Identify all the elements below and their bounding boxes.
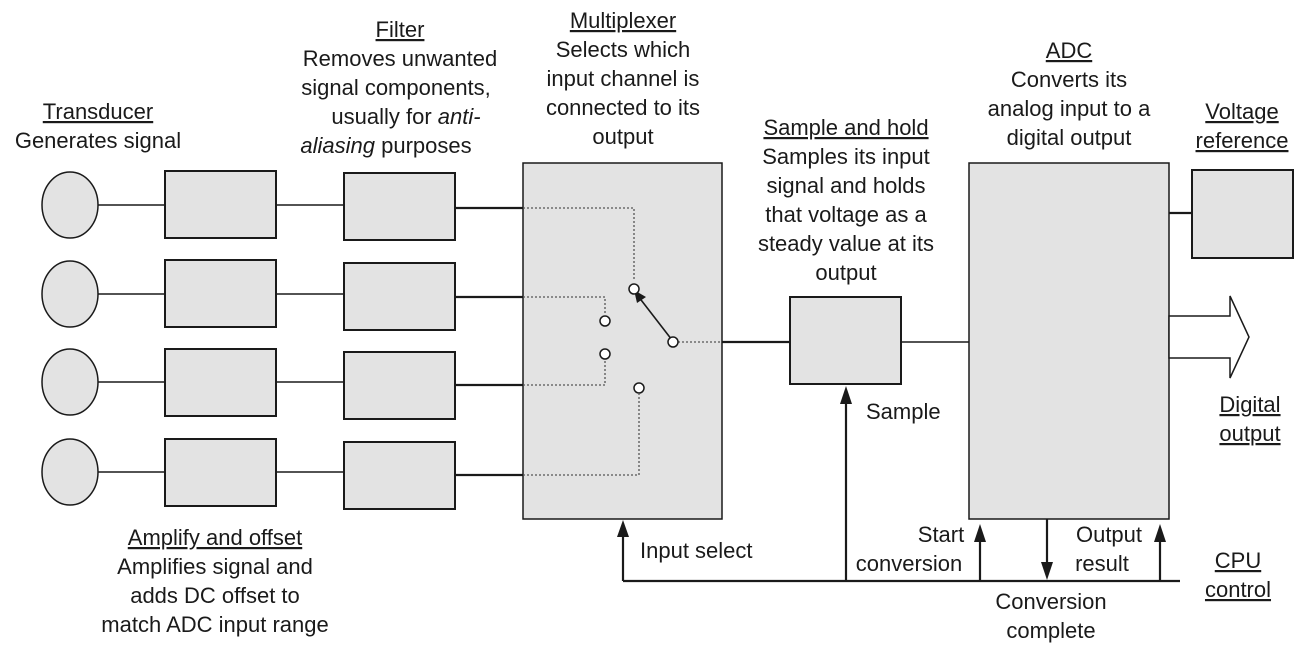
mux-terminal <box>633 382 645 394</box>
output-result-arrow <box>1154 524 1166 542</box>
sample-signal-label: Sample <box>866 399 941 424</box>
sample-hold-desc-line: Samples its input <box>762 144 930 169</box>
sample-arrow <box>840 386 852 404</box>
amplify-label: Amplify and offset Amplifies signal and … <box>101 525 328 637</box>
filter-desc-line: usually for anti- <box>331 104 480 129</box>
start-conversion-text: conversion <box>856 551 962 576</box>
sample-hold-desc-line: output <box>815 260 876 285</box>
filter-desc-usually: usually for <box>331 104 431 129</box>
filter-title: Filter <box>376 17 425 42</box>
input-select-arrow <box>617 520 629 537</box>
transducer-label: Transducer Generates signal <box>15 99 181 153</box>
filter-desc-line: Removes unwanted <box>303 46 497 71</box>
sample-hold-label: Sample and hold Samples its input signal… <box>758 115 934 285</box>
multiplexer-desc-line: Selects which <box>556 37 691 62</box>
amplifier-box <box>164 348 277 417</box>
amplify-desc-line: adds DC offset to <box>130 583 300 608</box>
multiplexer-box <box>522 162 723 520</box>
transducer-title: Transducer <box>43 99 153 124</box>
amplifier-group <box>164 170 277 507</box>
sample-hold-desc-line: steady value at its <box>758 231 934 256</box>
amplify-desc-line: Amplifies signal and <box>117 554 313 579</box>
output-result-label: Output result <box>1075 522 1142 576</box>
amplifier-box <box>164 170 277 239</box>
filter-label: Filter Removes unwanted signal component… <box>300 17 497 158</box>
multiplexer-label: Multiplexer Selects which input channel … <box>546 8 700 149</box>
filter-box <box>343 172 456 241</box>
transducer-desc: Generates signal <box>15 128 181 153</box>
start-conversion-text: Start <box>918 522 964 547</box>
adc-title: ADC <box>1046 38 1093 63</box>
conversion-complete-text: complete <box>1006 618 1095 643</box>
mux-terminal <box>599 348 611 360</box>
digital-output-label: Digital output <box>1219 392 1280 446</box>
filter-desc-line: aliasing purposes <box>300 133 471 158</box>
sample-hold-desc-line: signal and holds <box>766 173 925 198</box>
conversion-complete-arrow <box>1041 562 1053 580</box>
voltage-reference-title: reference <box>1196 128 1289 153</box>
mux-terminal <box>628 283 640 295</box>
voltage-reference-title: Voltage <box>1205 99 1278 124</box>
input-select-label: Input select <box>640 538 753 563</box>
voltage-reference-box <box>1191 169 1294 259</box>
filter-box <box>343 262 456 331</box>
transducer-circle <box>41 438 99 506</box>
control-bus <box>617 386 1180 583</box>
adc-box <box>968 162 1170 520</box>
multiplexer-desc-line: input channel is <box>547 66 700 91</box>
amplify-desc-line: match ADC input range <box>101 612 328 637</box>
conversion-complete-text: Conversion <box>995 589 1106 614</box>
output-result-text: result <box>1075 551 1129 576</box>
start-conversion-label: Start conversion <box>856 522 964 576</box>
amplifier-box <box>164 259 277 328</box>
cpu-control-text: CPU <box>1215 548 1261 573</box>
multiplexer-desc-line: connected to its <box>546 95 700 120</box>
multiplexer-desc-line: output <box>592 124 653 149</box>
transducer-group <box>41 171 99 506</box>
amplifier-box <box>164 438 277 507</box>
filter-box <box>343 441 456 510</box>
adc-desc-line: analog input to a <box>988 96 1151 121</box>
adc-desc-line: Converts its <box>1011 67 1127 92</box>
adc-label: ADC Converts its analog input to a digit… <box>988 38 1151 150</box>
cpu-control-label: CPU control <box>1205 548 1271 602</box>
filter-desc-purposes: purposes <box>381 133 472 158</box>
filter-desc-line: signal components, <box>301 75 491 100</box>
transducer-circle <box>41 171 99 239</box>
filter-box <box>343 351 456 420</box>
filter-desc-anti: anti- <box>438 104 481 129</box>
start-conversion-arrow <box>974 524 986 542</box>
multiplexer-internal-routing <box>523 207 722 476</box>
sample-hold-desc-line: that voltage as a <box>765 202 927 227</box>
adc-desc-line: digital output <box>1007 125 1132 150</box>
digital-output-text: Digital <box>1219 392 1280 417</box>
transducer-circle <box>41 260 99 328</box>
multiplexer-title: Multiplexer <box>570 8 676 33</box>
digital-output-arrow <box>1168 295 1250 379</box>
digital-output-text: output <box>1219 421 1280 446</box>
output-result-text: Output <box>1076 522 1142 547</box>
voltage-reference-label: Voltage reference <box>1196 99 1289 153</box>
conversion-complete-label: Conversion complete <box>995 589 1106 643</box>
filter-desc-aliasing: aliasing <box>300 133 375 158</box>
sample-hold-box <box>789 296 902 385</box>
filter-group <box>343 172 456 510</box>
mux-terminal <box>599 315 611 327</box>
channel-wires <box>98 204 523 477</box>
amplify-title: Amplify and offset <box>128 525 302 550</box>
sample-hold-title: Sample and hold <box>763 115 928 140</box>
cpu-control-text: control <box>1205 577 1271 602</box>
mux-terminal <box>667 336 679 348</box>
transducer-circle <box>41 348 99 416</box>
